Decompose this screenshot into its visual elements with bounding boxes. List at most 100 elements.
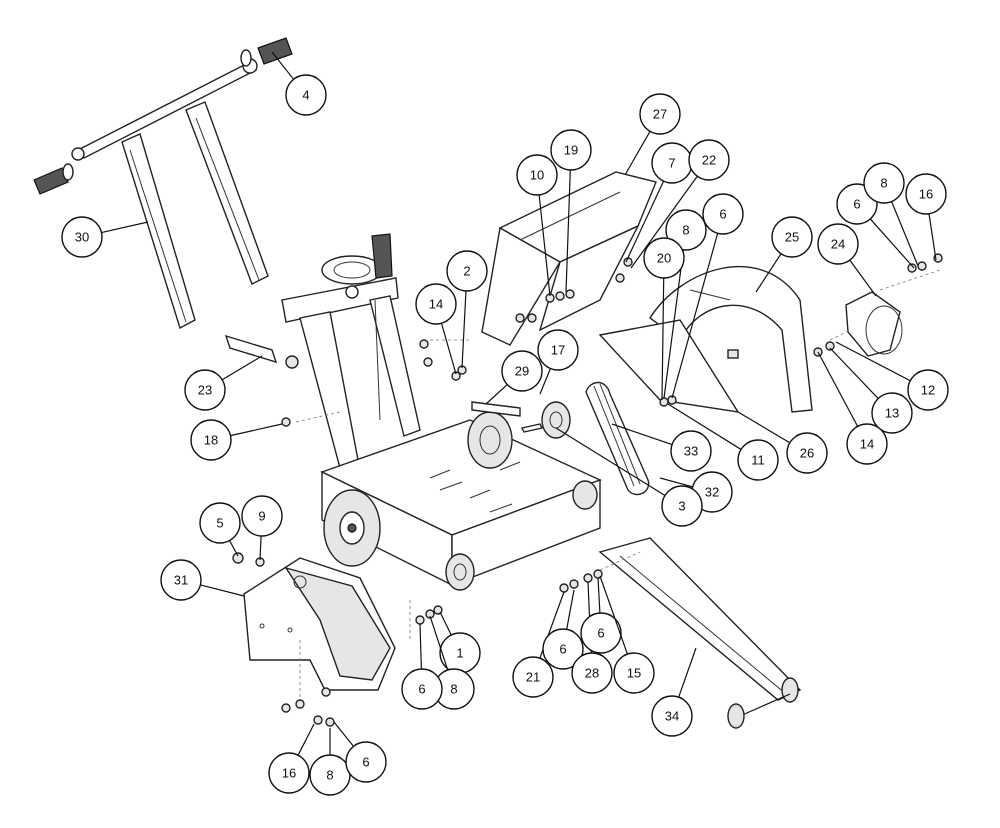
steering-column [281,233,421,469]
callout-number: 29 [515,364,529,379]
callout-number: 23 [198,383,212,398]
callout-number: 30 [75,230,89,245]
callout-circle [670,430,712,472]
link-rod [471,401,521,417]
callout-circle [643,237,685,279]
callout-circle [446,250,488,292]
callout-number: 28 [585,666,599,681]
callout-number: 8 [326,768,333,783]
callout-number: 1 [456,646,463,661]
callout-14: 14 [415,283,457,375]
callout-leader-line [297,723,315,756]
callout-number: 16 [919,187,933,202]
callout-circle [501,350,543,392]
callout-number: 7 [668,156,675,171]
callout-leader-line [419,623,422,670]
callout-20: 20 [643,237,685,401]
callout-number: 6 [362,755,369,770]
callout-number: 14 [860,437,874,452]
callout-2: 2 [446,250,488,369]
callout-number: 3 [678,499,685,514]
callout-6: 6 [333,721,387,783]
callout-circle [61,216,103,258]
callout-6: 6 [401,623,443,710]
callout-number: 18 [204,433,218,448]
callout-leader-line [597,577,601,614]
callout-6: 6 [580,577,622,654]
callout-30: 30 [61,216,149,258]
callout-circle [846,423,888,465]
callout-number: 6 [853,197,860,212]
callout-circle [241,495,283,537]
callout-leader-line [429,615,449,671]
callout-number: 6 [559,642,566,657]
callout-number: 14 [429,297,443,312]
callout-circle [661,485,703,527]
callout-circle [871,392,913,434]
callout-circle [817,223,859,265]
callout-19: 19 [550,129,592,293]
callout-leader-line [599,575,628,655]
callout-circle [415,283,457,325]
callout-number: 8 [682,223,689,238]
callout-number: 34 [665,709,679,724]
callout-circle [537,329,579,371]
callout-number: 25 [785,230,799,245]
callout-8: 8 [663,209,707,399]
callout-circle [268,752,310,794]
callout-leader-line [538,194,551,297]
callout-circle [786,432,828,474]
grip-right [240,37,293,67]
blade-guard [598,265,813,413]
callout-number: 4 [302,88,309,103]
callout-circle [512,656,554,698]
callout-leader-line [835,341,911,382]
drive-pulley [541,401,571,439]
callout-16: 16 [268,723,315,794]
callout-number: 16 [282,766,296,781]
handle-bar-assembly [71,58,269,330]
callout-leader-line [624,131,651,176]
callout-leader-line [667,403,742,450]
callout-leader-line [461,290,467,369]
side-pulley [572,480,598,510]
callout-33: 33 [611,423,712,472]
front-pointer [598,537,802,729]
callout-circle [184,369,226,411]
callout-8: 8 [309,728,351,796]
callout-number: 22 [702,153,716,168]
callout-leader-line [661,277,665,401]
callout-number: 10 [530,168,544,183]
callout-leader-line [630,175,698,269]
callout-leader-line [625,180,665,263]
callout-leader-line [611,423,673,446]
callout-6: 6 [671,193,744,399]
callout-number: 6 [719,207,726,222]
callout-number: 27 [653,107,667,122]
cable-assembly [224,334,299,369]
callout-5: 5 [199,502,241,557]
callout-circle [199,502,241,544]
callout-circle [160,559,202,601]
callout-leader-line [849,259,877,297]
callout-34: 34 [651,647,697,737]
callout-leader-line [829,347,879,399]
callout-number: 26 [800,446,814,461]
callout-leader-line [817,351,859,427]
callout-leader-line [539,368,551,395]
callout-number: 24 [831,237,845,252]
callout-14: 14 [817,351,888,465]
pulley-bottom [445,553,475,591]
callout-leader-line [333,721,354,747]
callout-circle [401,668,443,710]
callout-leader-line [671,233,719,399]
callout-circle [737,439,779,481]
callout-circle [688,139,730,181]
water-tank [481,171,657,346]
callout-number: 17 [551,343,565,358]
callout-number: 12 [921,383,935,398]
callout-15: 15 [599,575,655,694]
